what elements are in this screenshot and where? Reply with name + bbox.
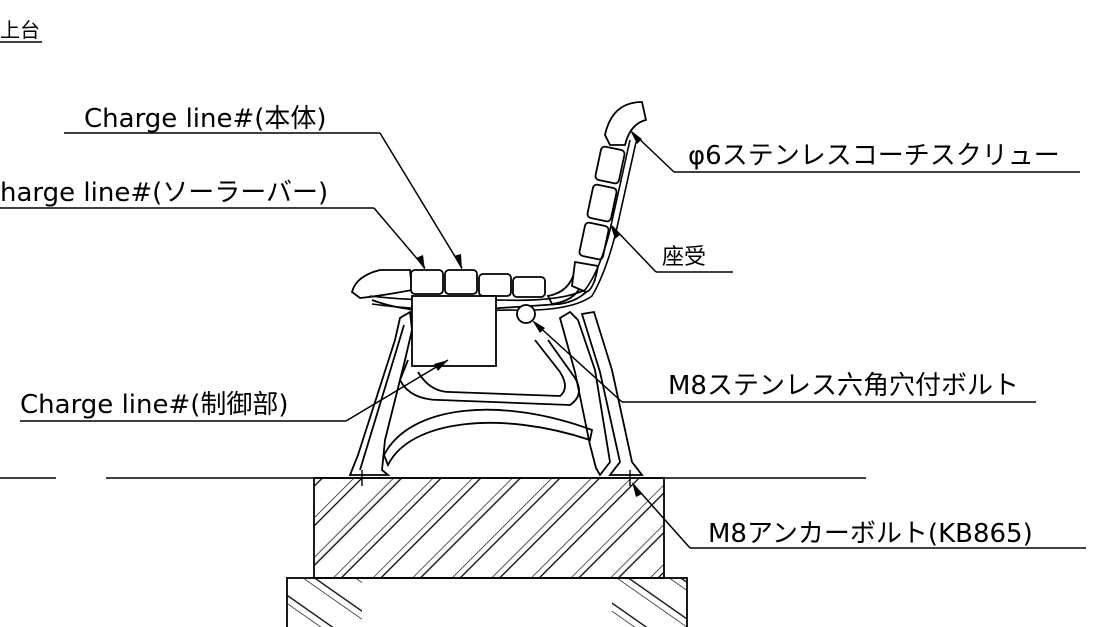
drawing-title: 上台 [0, 18, 40, 42]
charge-line-main-label: Charge line#(本体) [84, 104, 327, 134]
leader-lines [0, 131, 1086, 549]
charge-line-control-label: Charge line#(制御部) [20, 390, 289, 420]
hex-bolt-label: M8ステンレス六角穴付ボルト [668, 371, 1019, 401]
seat-support-label: 座受 [662, 245, 706, 270]
coach-screw-label: φ6ステンレスコーチスクリュー [688, 141, 1060, 171]
anchor-bolts [361, 470, 631, 486]
charge-control-box [411, 295, 497, 367]
anchor-bolt-label: M8アンカーボルト(KB865) [708, 519, 1033, 549]
backrest-slats [571, 101, 648, 293]
leader-arrows [416, 130, 642, 497]
charge-line-solar-label: harge line#(ソーラーバー) [0, 178, 328, 208]
concrete-foundation [313, 477, 665, 579]
hex-bolt-circle [516, 304, 536, 324]
bench-frame [348, 279, 644, 477]
